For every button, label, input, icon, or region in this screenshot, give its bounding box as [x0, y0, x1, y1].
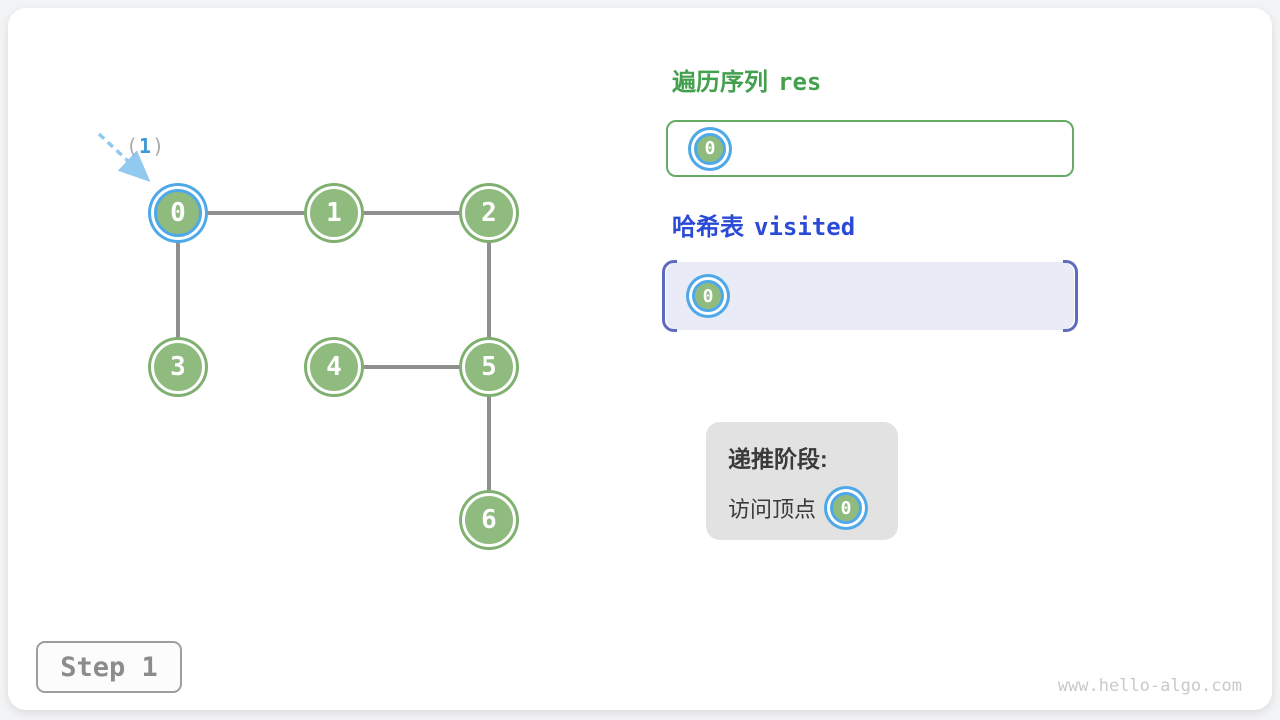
entry-arrow	[97, 132, 151, 182]
graph-node-0: 0	[154, 189, 202, 237]
phase-action-text: 访问顶点	[728, 497, 817, 522]
visited-panel-title: 哈希表 visited	[672, 207, 855, 242]
watermark: www.hello-algo.com	[1057, 676, 1242, 696]
graph-node-1: 1	[307, 186, 361, 240]
arrow-label-close: )	[152, 134, 166, 158]
graph-node-6: 6	[462, 493, 516, 547]
arrow-label-open: (	[126, 134, 140, 158]
visited-item-chip-0: 0	[692, 280, 724, 312]
res-list: 0	[666, 120, 1074, 177]
arrow-label-number: 1	[139, 134, 153, 158]
res-title-cn: 遍历序列	[672, 69, 768, 96]
graph-node-5: 5	[462, 340, 516, 394]
graph-node-4: 4	[307, 340, 361, 394]
res-item-chip-0: 0	[694, 132, 726, 165]
phase-action-row: 访问顶点 0	[728, 492, 898, 524]
graph-node-3: 3	[151, 340, 205, 394]
res-panel-title: 遍历序列 res	[672, 62, 821, 97]
visited-title-cn: 哈希表	[672, 214, 744, 241]
res-title-code: res	[778, 68, 822, 96]
visited-title-code: visited	[754, 213, 856, 241]
arrow-step-label: (1)	[126, 134, 165, 158]
visited-set: 0	[662, 260, 1078, 332]
phase-annotation-box: 递推阶段: 访问顶点 0	[706, 422, 898, 540]
visited-bracket-right-icon	[1063, 260, 1078, 332]
phase-node-chip: 0	[830, 492, 863, 524]
phase-heading: 递推阶段:	[728, 446, 828, 472]
graph-node-2: 2	[462, 186, 516, 240]
step-button[interactable]: Step 1	[36, 641, 182, 693]
visited-bracket-left-icon	[662, 260, 677, 332]
figure-card: (1) 0 1 2 3 4 5 6 遍历序列 res 0 哈希表 visited 0 递推阶段:…	[8, 8, 1272, 710]
